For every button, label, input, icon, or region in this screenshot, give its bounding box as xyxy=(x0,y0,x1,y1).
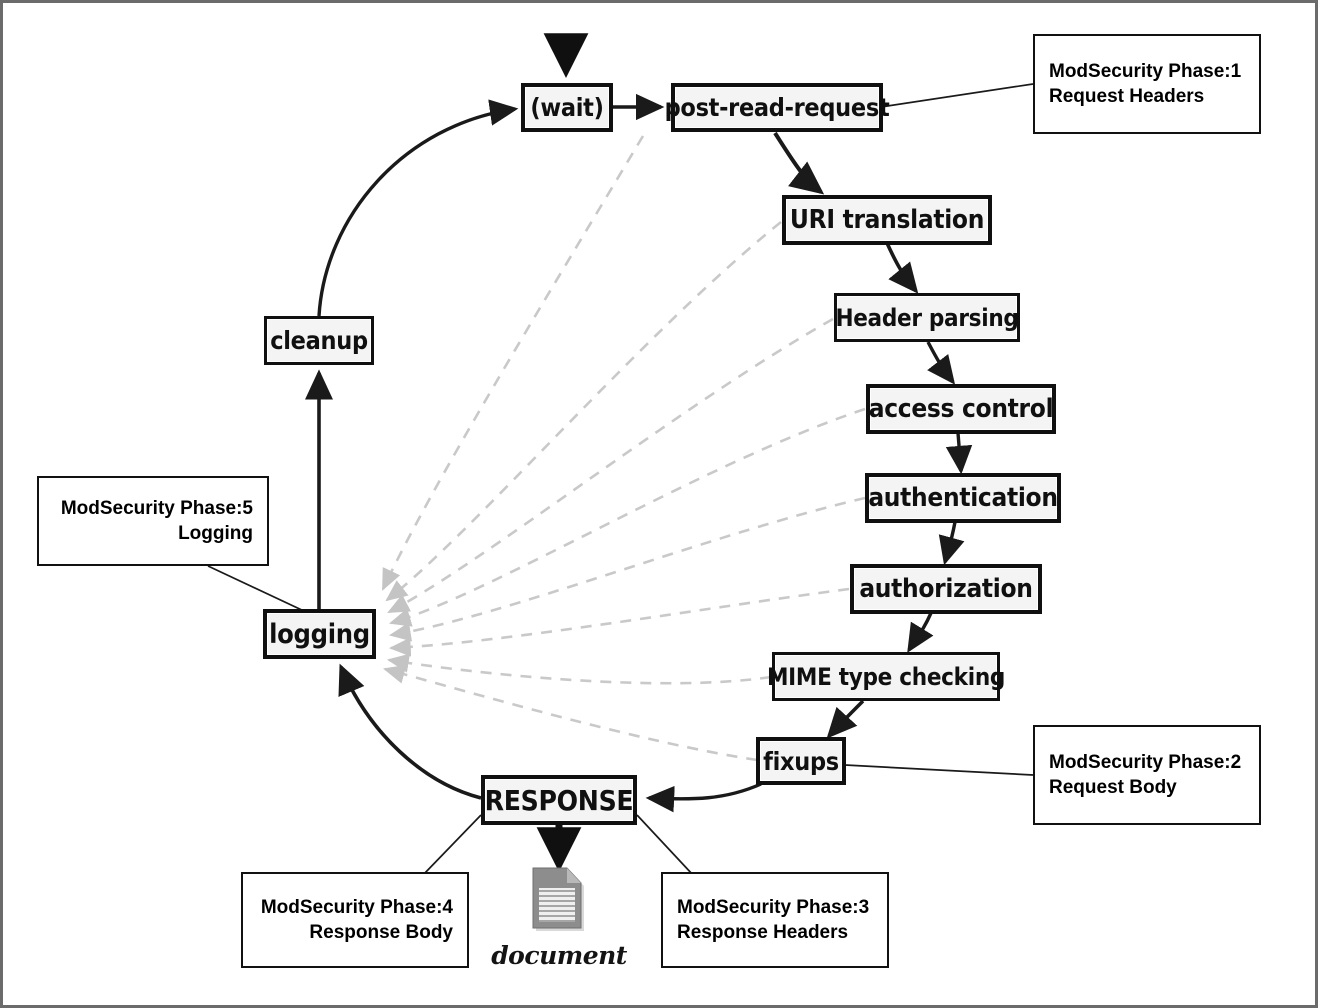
dashed-authn-to-logging xyxy=(388,496,866,642)
edge-mime-to-fixups xyxy=(826,699,865,739)
stage-uri-translation-label: URI translation xyxy=(789,205,985,235)
stage-cleanup[interactable]: cleanup xyxy=(264,316,374,365)
note-modsecurity-phase-4: ModSecurity Phase:4 Response Body xyxy=(241,872,469,968)
stage-wait[interactable]: (wait) xyxy=(521,83,613,132)
note-phase-2-line-1: ModSecurity Phase:2 xyxy=(1049,752,1242,773)
stage-authentication[interactable]: authentication xyxy=(865,473,1061,523)
stage-authorization[interactable]: authorization xyxy=(850,564,1042,614)
edge-cleanup-to-wait xyxy=(317,99,519,317)
document-output: document xyxy=(491,865,627,970)
edge-fixups-to-response xyxy=(645,782,762,813)
stage-logging[interactable]: logging xyxy=(263,609,376,659)
stage-post-read-request-label: post-read-request xyxy=(664,93,890,122)
dashed-mime-to-logging xyxy=(386,653,772,685)
stage-authorization-label: authorization xyxy=(859,574,1033,604)
edge-response-to-logging xyxy=(338,663,482,800)
stage-uri-translation[interactable]: URI translation xyxy=(782,195,992,245)
stage-mime-type-checking[interactable]: MIME type checking xyxy=(767,652,1005,701)
edge-uri-to-header xyxy=(885,242,919,294)
dashed-fixups-to-logging xyxy=(382,664,758,762)
stage-access-control-label: access control xyxy=(868,394,1054,424)
leader-phase3 xyxy=(636,814,694,876)
document-page-icon xyxy=(532,867,584,931)
edge-postread-to-uri xyxy=(773,131,825,195)
stage-cleanup-label: cleanup xyxy=(270,326,368,355)
note-phase-3-line-1: ModSecurity Phase:3 xyxy=(677,897,870,918)
dashed-uri-to-logging xyxy=(385,220,782,602)
stage-fixups-label: fixups xyxy=(763,746,839,776)
stage-response-label: RESPONSE xyxy=(484,783,634,817)
note-phase-1-line-2: Request Headers xyxy=(1049,86,1205,107)
edge-authn-to-authz xyxy=(938,521,965,566)
stage-mime-type-checking-label: MIME type checking xyxy=(766,662,1006,691)
dashed-access-to-logging xyxy=(389,407,866,627)
note-modsecurity-phase-5: ModSecurity Phase:5 Logging xyxy=(37,476,269,566)
stage-access-control[interactable]: access control xyxy=(866,384,1056,434)
stage-authentication-label: authentication xyxy=(868,483,1058,513)
document-label: document xyxy=(491,941,627,970)
leader-phase4 xyxy=(422,814,482,876)
stage-wait-label: (wait) xyxy=(530,93,604,122)
stage-post-read-request[interactable]: post-read-request xyxy=(665,83,890,132)
stage-header-parsing-label: Header parsing xyxy=(835,303,1019,332)
stage-header-parsing[interactable]: Header parsing xyxy=(834,293,1020,342)
dashed-authz-to-logging xyxy=(388,587,850,657)
note-phase-5-line-2: Logging xyxy=(178,523,253,544)
leader-phase2 xyxy=(844,764,1034,776)
leader-phase1 xyxy=(880,83,1034,108)
dashed-postread-to-logging xyxy=(381,135,645,591)
edge-authz-to-mime xyxy=(907,612,934,653)
note-phase-2-line-2: Request Body xyxy=(1049,777,1177,798)
stage-fixups[interactable]: fixups xyxy=(756,737,846,785)
note-phase-4-line-1: ModSecurity Phase:4 xyxy=(260,897,453,918)
stage-response[interactable]: RESPONSE xyxy=(481,775,637,825)
dashed-header-to-logging xyxy=(387,317,834,614)
stage-logging-label: logging xyxy=(269,618,370,650)
note-modsecurity-phase-1: ModSecurity Phase:1 Request Headers xyxy=(1033,34,1261,134)
note-phase-5-line-1: ModSecurity Phase:5 xyxy=(60,498,253,519)
edge-header-to-access xyxy=(926,341,956,385)
note-phase-1-line-1: ModSecurity Phase:1 xyxy=(1049,61,1242,82)
note-phase-4-line-2: Response Body xyxy=(309,922,453,943)
note-modsecurity-phase-3: ModSecurity Phase:3 Response Headers xyxy=(661,872,889,968)
note-modsecurity-phase-2: ModSecurity Phase:2 Request Body xyxy=(1033,725,1261,825)
edge-access-to-authn xyxy=(945,432,973,475)
note-phase-3-line-2: Response Headers xyxy=(677,922,849,943)
